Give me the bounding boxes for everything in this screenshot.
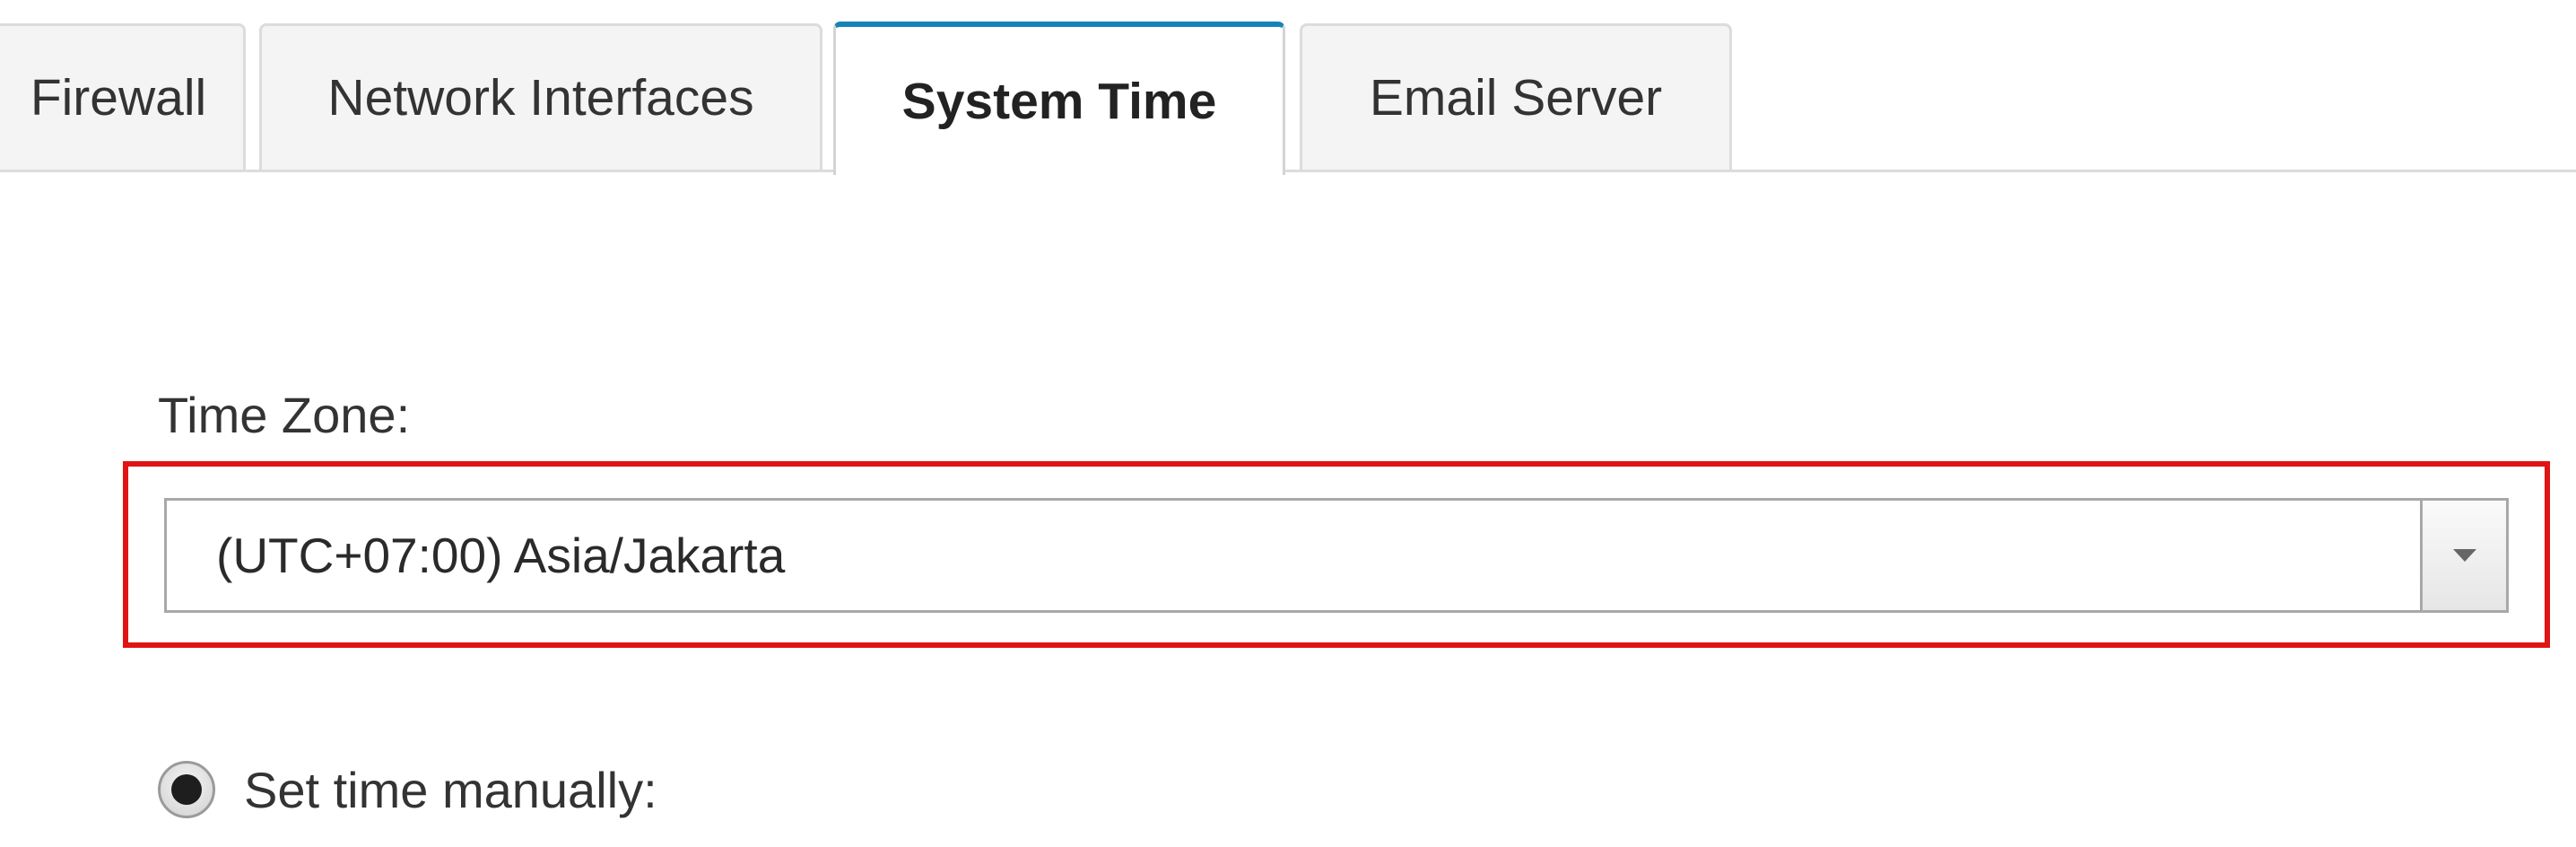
tab-system-time[interactable]: System Time	[833, 22, 1285, 175]
tab-bar: Firewall Network Interfaces System Time …	[0, 0, 2576, 175]
tab-email-server[interactable]: Email Server	[1300, 23, 1732, 170]
tab-firewall[interactable]: Firewall	[0, 23, 246, 170]
tab-divider	[0, 170, 2576, 172]
tab-label: Network Interfaces	[327, 69, 754, 127]
chevron-down-icon	[2452, 549, 2476, 562]
tab-label: Email Server	[1369, 69, 1663, 127]
time-zone-selected-value: (UTC+07:00) Asia/Jakarta	[216, 528, 786, 583]
time-zone-dropdown-button[interactable]	[2420, 501, 2506, 610]
tab-label: System Time	[901, 72, 1217, 130]
highlight-annotation	[123, 461, 2550, 648]
set-time-manually-option[interactable]: Set time manually:	[158, 754, 657, 825]
time-zone-select[interactable]: (UTC+07:00) Asia/Jakarta	[164, 498, 2509, 613]
tab-label: Firewall	[30, 69, 207, 127]
set-time-manually-label: Set time manually:	[244, 761, 657, 818]
radio-selected-icon[interactable]	[158, 761, 215, 818]
radio-dot	[171, 774, 202, 805]
tab-network-interfaces[interactable]: Network Interfaces	[259, 23, 822, 170]
time-zone-label: Time Zone:	[158, 387, 411, 443]
